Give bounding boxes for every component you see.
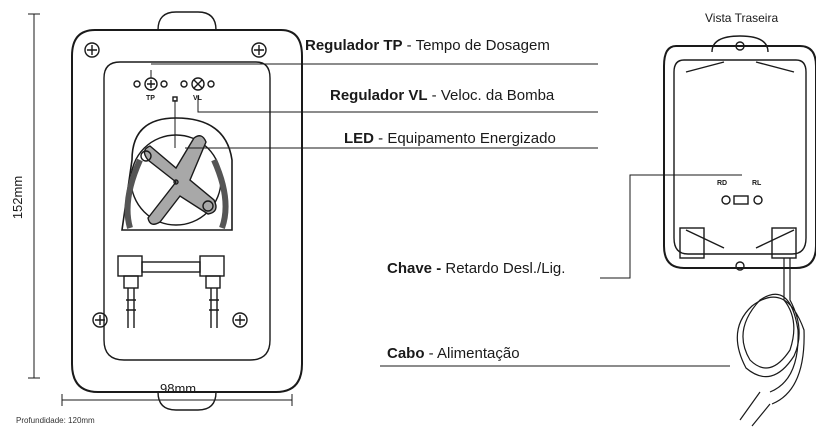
rl-mark: RL xyxy=(752,180,762,187)
rotor xyxy=(143,135,217,225)
tp-regulator xyxy=(133,77,168,91)
height-label: 152mm xyxy=(10,175,26,220)
leader-lines xyxy=(150,63,742,367)
front-view xyxy=(28,11,303,411)
depth-note: Profundidade: 120mm xyxy=(16,416,95,425)
rd-mark: RD xyxy=(717,180,728,187)
tp-mark: TP xyxy=(146,95,155,102)
label-chave: Chave - Retardo Desl./Lig. xyxy=(387,260,566,277)
rear-view xyxy=(663,35,816,427)
screw-icon xyxy=(84,42,267,328)
height-dimension xyxy=(28,13,40,379)
width-dimension xyxy=(61,394,293,406)
width-label: 98mm xyxy=(160,381,197,396)
delay-switch xyxy=(733,195,749,205)
vl-regulator xyxy=(180,77,215,91)
vl-mark: VL xyxy=(193,95,202,102)
rear-title: Vista Traseira xyxy=(705,11,779,25)
label-vl: Regulador VL - Veloc. da Bomba xyxy=(330,87,555,104)
label-tp: Regulador TP - Tempo de Dosagem xyxy=(305,37,550,54)
power-cable xyxy=(736,258,805,427)
label-cabo: Cabo - Alimentação xyxy=(387,345,520,362)
label-led: LED - Equipamento Energizado xyxy=(344,130,556,147)
